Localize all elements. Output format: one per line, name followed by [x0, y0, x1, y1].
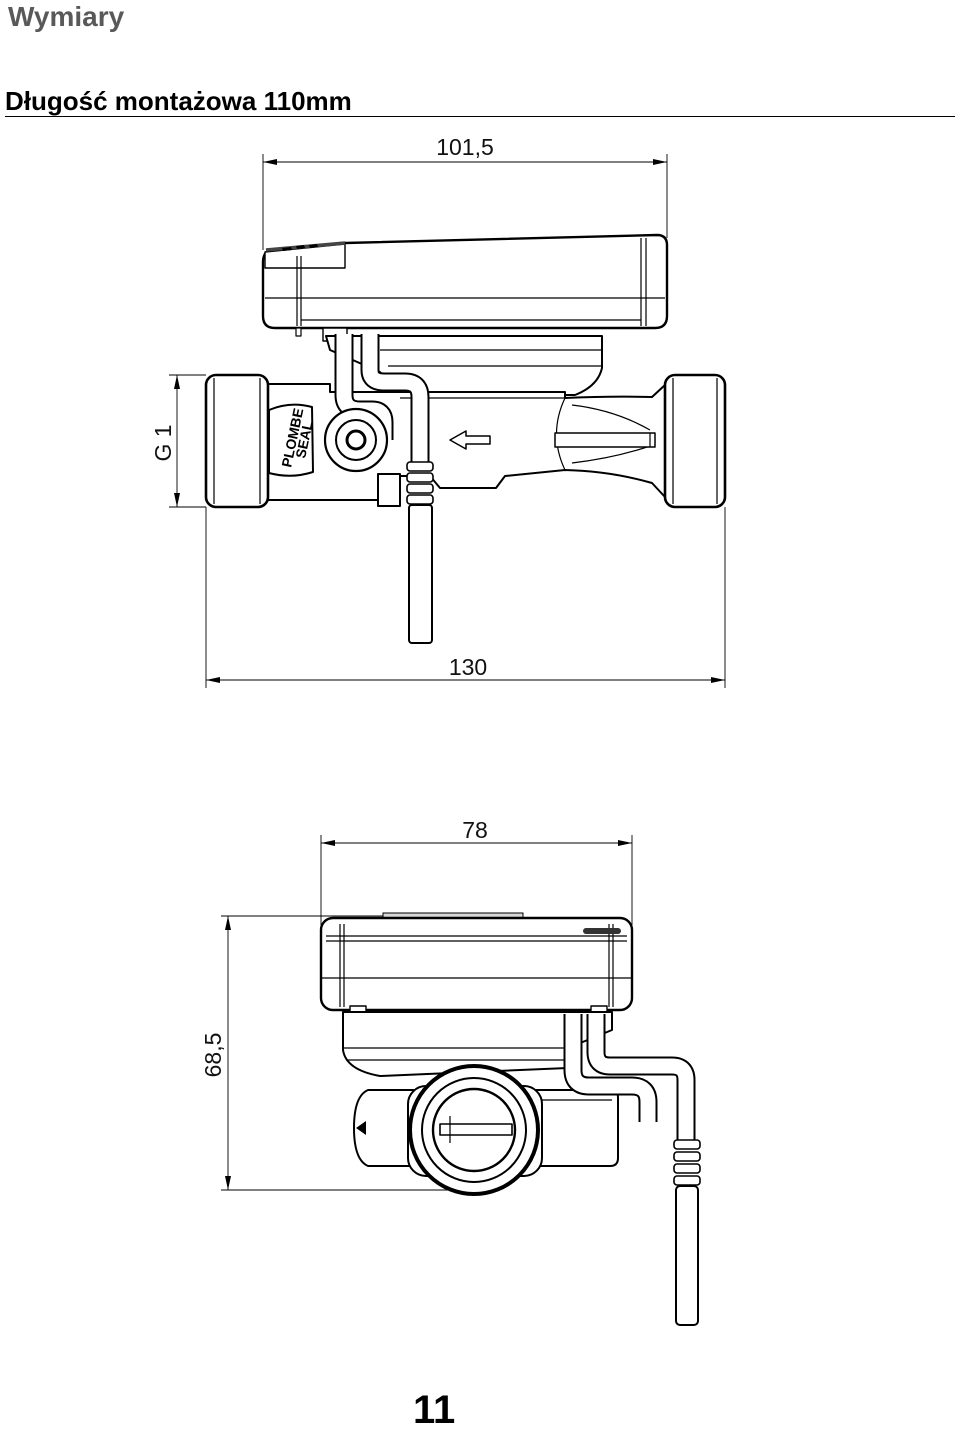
- front-view-drawing: 78 68,5: [200, 817, 701, 1326]
- probe-sleeve: [408, 504, 433, 644]
- probe-sleeve: [675, 1185, 699, 1326]
- seal-plug-body: [268, 403, 314, 477]
- dimension-overall-length: 130: [205, 507, 726, 688]
- logo-mark: [282, 244, 318, 251]
- probe-ring: [673, 1175, 701, 1186]
- cable-tube-supply-fill: [362, 334, 428, 464]
- flow-direction-arrow-icon: [449, 430, 491, 450]
- probe-ring: [673, 1151, 701, 1162]
- probe-ring: [673, 1163, 701, 1174]
- dimension-label-width: 78: [462, 817, 488, 843]
- heading-underline: [5, 116, 955, 117]
- sensor-port-stub: [377, 473, 401, 507]
- cable-tube-return-fill: [565, 1014, 656, 1122]
- installation-length-heading: Długość montażowa 110mm: [5, 86, 352, 116]
- dimension-label-overall: 130: [449, 654, 487, 680]
- outlet-cone-contour-upper: [571, 404, 651, 431]
- flow-body-front: [353, 1064, 619, 1196]
- probe-ring: [406, 483, 434, 494]
- outlet-cone-contour-lower: [571, 445, 651, 464]
- dimension-top-length: 101,5: [262, 134, 668, 250]
- seal-plug: PLOMBE SEAL: [268, 403, 316, 477]
- side-view-drawing: 101,5 130 G 1: [150, 134, 727, 688]
- calculator-housing: [261, 233, 669, 342]
- sensor-cables-front: [563, 1014, 696, 1142]
- probe-ring: [406, 461, 434, 472]
- calculator-housing-front: [319, 912, 634, 1017]
- sensor-port: [323, 407, 401, 507]
- logo-mark: [583, 928, 621, 934]
- mounting-tab: [295, 327, 302, 337]
- temperature-probe-front: [673, 1139, 701, 1326]
- dimension-width: 78: [320, 817, 633, 925]
- inlet-nut: [204, 373, 270, 509]
- page-number: 11: [413, 1388, 456, 1432]
- probe-ring: [406, 472, 434, 483]
- outlet-bar: [554, 432, 656, 448]
- seal-label-seal: SEAL: [292, 419, 316, 459]
- probe-ring: [673, 1139, 701, 1150]
- flow-direction-mark-icon: [356, 1121, 366, 1135]
- sensor-port-inner: [345, 429, 367, 451]
- temperature-probe: [406, 461, 434, 644]
- probe-ring: [406, 494, 434, 505]
- display-cover-edge: [265, 241, 346, 252]
- impeller-vane: [439, 1123, 513, 1136]
- housing-adapter-front: [342, 1011, 613, 1077]
- dimension-label-thread: G 1: [150, 424, 176, 461]
- flow-body-outlet: [529, 1089, 619, 1167]
- dimension-height: 68,5: [200, 915, 470, 1191]
- dimension-thread: G 1: [150, 374, 206, 508]
- dimension-label-top: 101,5: [436, 134, 494, 160]
- section-title: Wymiary: [8, 1, 125, 32]
- flow-body-inlet: [353, 1089, 421, 1167]
- cable-tube-supply-fill: [588, 1014, 694, 1142]
- outlet-nut: [663, 373, 727, 509]
- dimension-label-height: 68,5: [200, 1033, 226, 1078]
